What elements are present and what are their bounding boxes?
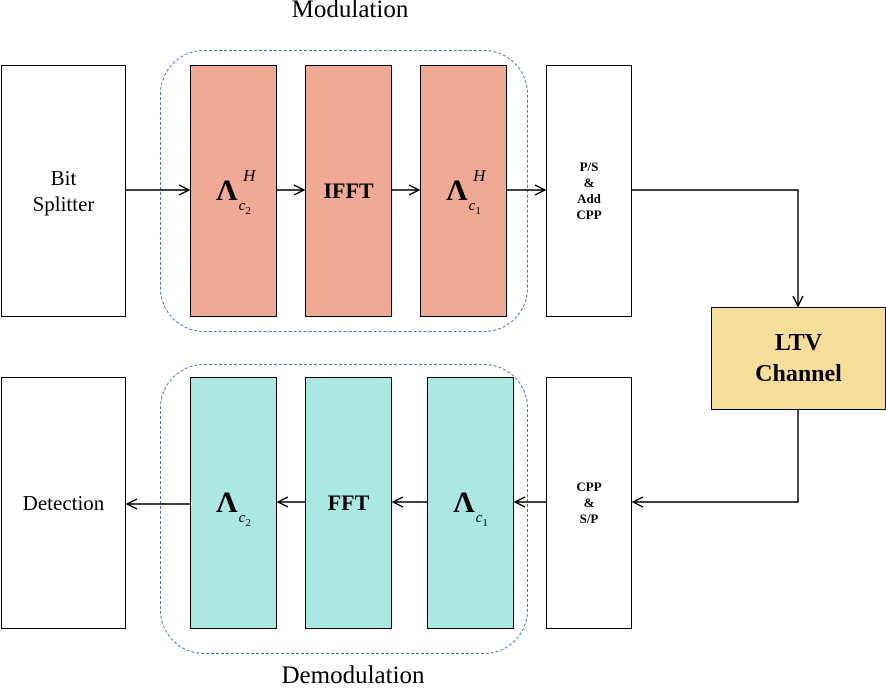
ps-add-cpp-block: P/S & Add CPP [546, 65, 632, 317]
lambda-c1-label: Λc1 [453, 486, 488, 529]
cpp-sp-line-1: CPP [576, 479, 602, 494]
bit-splitter-line-2: Splitter [32, 192, 95, 216]
fft-block: FFT [305, 377, 392, 629]
ps-add-cpp-line-2: & [583, 175, 595, 190]
bit-splitter-block: Bit Splitter [1, 65, 126, 317]
bit-splitter-line-1: Bit [50, 166, 77, 190]
lambda-c2-label: Λc2 [216, 486, 251, 529]
demodulation-group [160, 364, 528, 654]
detection-block: Detection [1, 377, 126, 629]
detection-label: Detection [22, 491, 105, 515]
lambda-c1-block: Λc1 [427, 377, 514, 629]
cpp-sp-line-2: & [583, 495, 595, 510]
ifft-block: IFFT [305, 65, 392, 317]
fft-label: FFT [327, 490, 370, 515]
cpp-sp-block: CPP & S/P [546, 377, 632, 629]
ps-add-cpp-line-3: Add [577, 191, 601, 206]
ps-add-cpp-line-4: CPP [576, 207, 602, 222]
ltv-channel-line-1: LTV [774, 329, 823, 356]
cpp-sp-line-3: S/P [579, 511, 599, 526]
arrow-ps-to-channel [632, 189, 798, 306]
arrow-channel-to-cpp [633, 410, 799, 502]
modulation-title: Modulation [291, 0, 409, 23]
modulation-group [160, 50, 528, 332]
ltv-channel-block: LTV Channel [711, 307, 886, 410]
ltv-channel-line-2: Channel [755, 360, 842, 387]
lambda-c2-block: Λc2 [190, 377, 277, 629]
demodulation-title: Demodulation [281, 662, 425, 689]
ifft-label: IFFT [323, 178, 374, 203]
ps-add-cpp-line-1: P/S [579, 159, 599, 174]
